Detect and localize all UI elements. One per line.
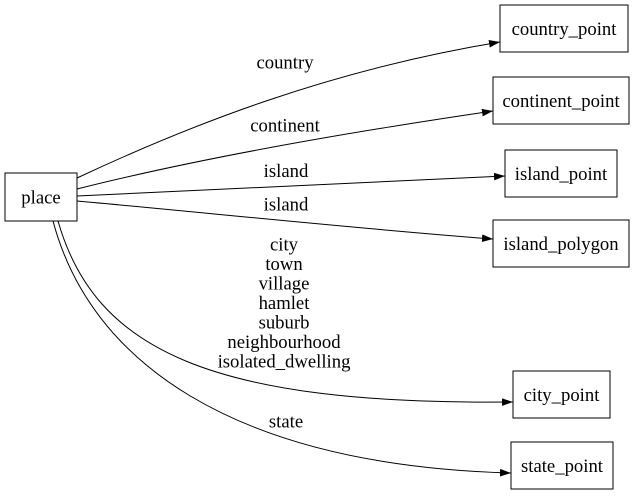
edge-label-town: town	[265, 254, 303, 275]
node-continent-point-box	[492, 76, 630, 125]
edge-place-city-point	[57, 220, 514, 406]
edge-place-state-point	[52, 220, 512, 477]
node-continent-point-label: continent_point	[502, 91, 620, 112]
node-country-point: country_point	[499, 4, 629, 53]
node-state-point: state_point	[510, 441, 614, 490]
edge-place-island-polygon	[76, 200, 494, 242]
node-place: place	[4, 172, 78, 222]
edge-label-suburb: suburb	[259, 313, 310, 334]
edge-label-isolated-dwelling: isolated_dwelling	[218, 352, 351, 373]
node-country-point-label: country_point	[512, 19, 618, 40]
node-state-point-label: state_point	[521, 456, 604, 477]
node-country-point-box	[499, 4, 629, 53]
node-city-point-box	[512, 370, 611, 419]
node-island-point-box	[504, 149, 618, 198]
node-island-point-label: island_point	[515, 164, 608, 185]
edge-label-island-2: island	[264, 195, 309, 216]
edge-label-city: city	[270, 235, 299, 256]
node-city-point-label: city_point	[524, 385, 601, 406]
edge-place-island-point	[76, 172, 506, 197]
edge-label-hamlet: hamlet	[259, 293, 311, 314]
node-state-point-box	[510, 441, 614, 490]
node-place-label: place	[21, 188, 60, 209]
edge-label-continent: continent	[250, 116, 320, 137]
edge-label-island: island	[264, 161, 309, 182]
node-island-polygon: island_polygon	[492, 219, 630, 268]
edge-label-group: country continent island island city tow…	[218, 53, 351, 433]
edge-place-country-point	[76, 40, 501, 179]
edge-label-country: country	[256, 53, 314, 74]
edge-label-neighbourhood: neighbourhood	[227, 332, 341, 353]
edge-group	[52, 40, 514, 477]
edge-place-continent-point	[76, 108, 494, 190]
node-continent-point: continent_point	[492, 76, 630, 125]
node-island-point: island_point	[504, 149, 618, 198]
edge-label-village: village	[259, 274, 310, 295]
node-island-polygon-box	[492, 219, 630, 268]
node-city-point: city_point	[512, 370, 611, 419]
node-group: place country_point continent_point isla…	[4, 4, 630, 490]
node-place-box	[4, 172, 78, 222]
node-island-polygon-label: island_polygon	[503, 234, 619, 255]
edge-label-state: state	[269, 412, 303, 433]
